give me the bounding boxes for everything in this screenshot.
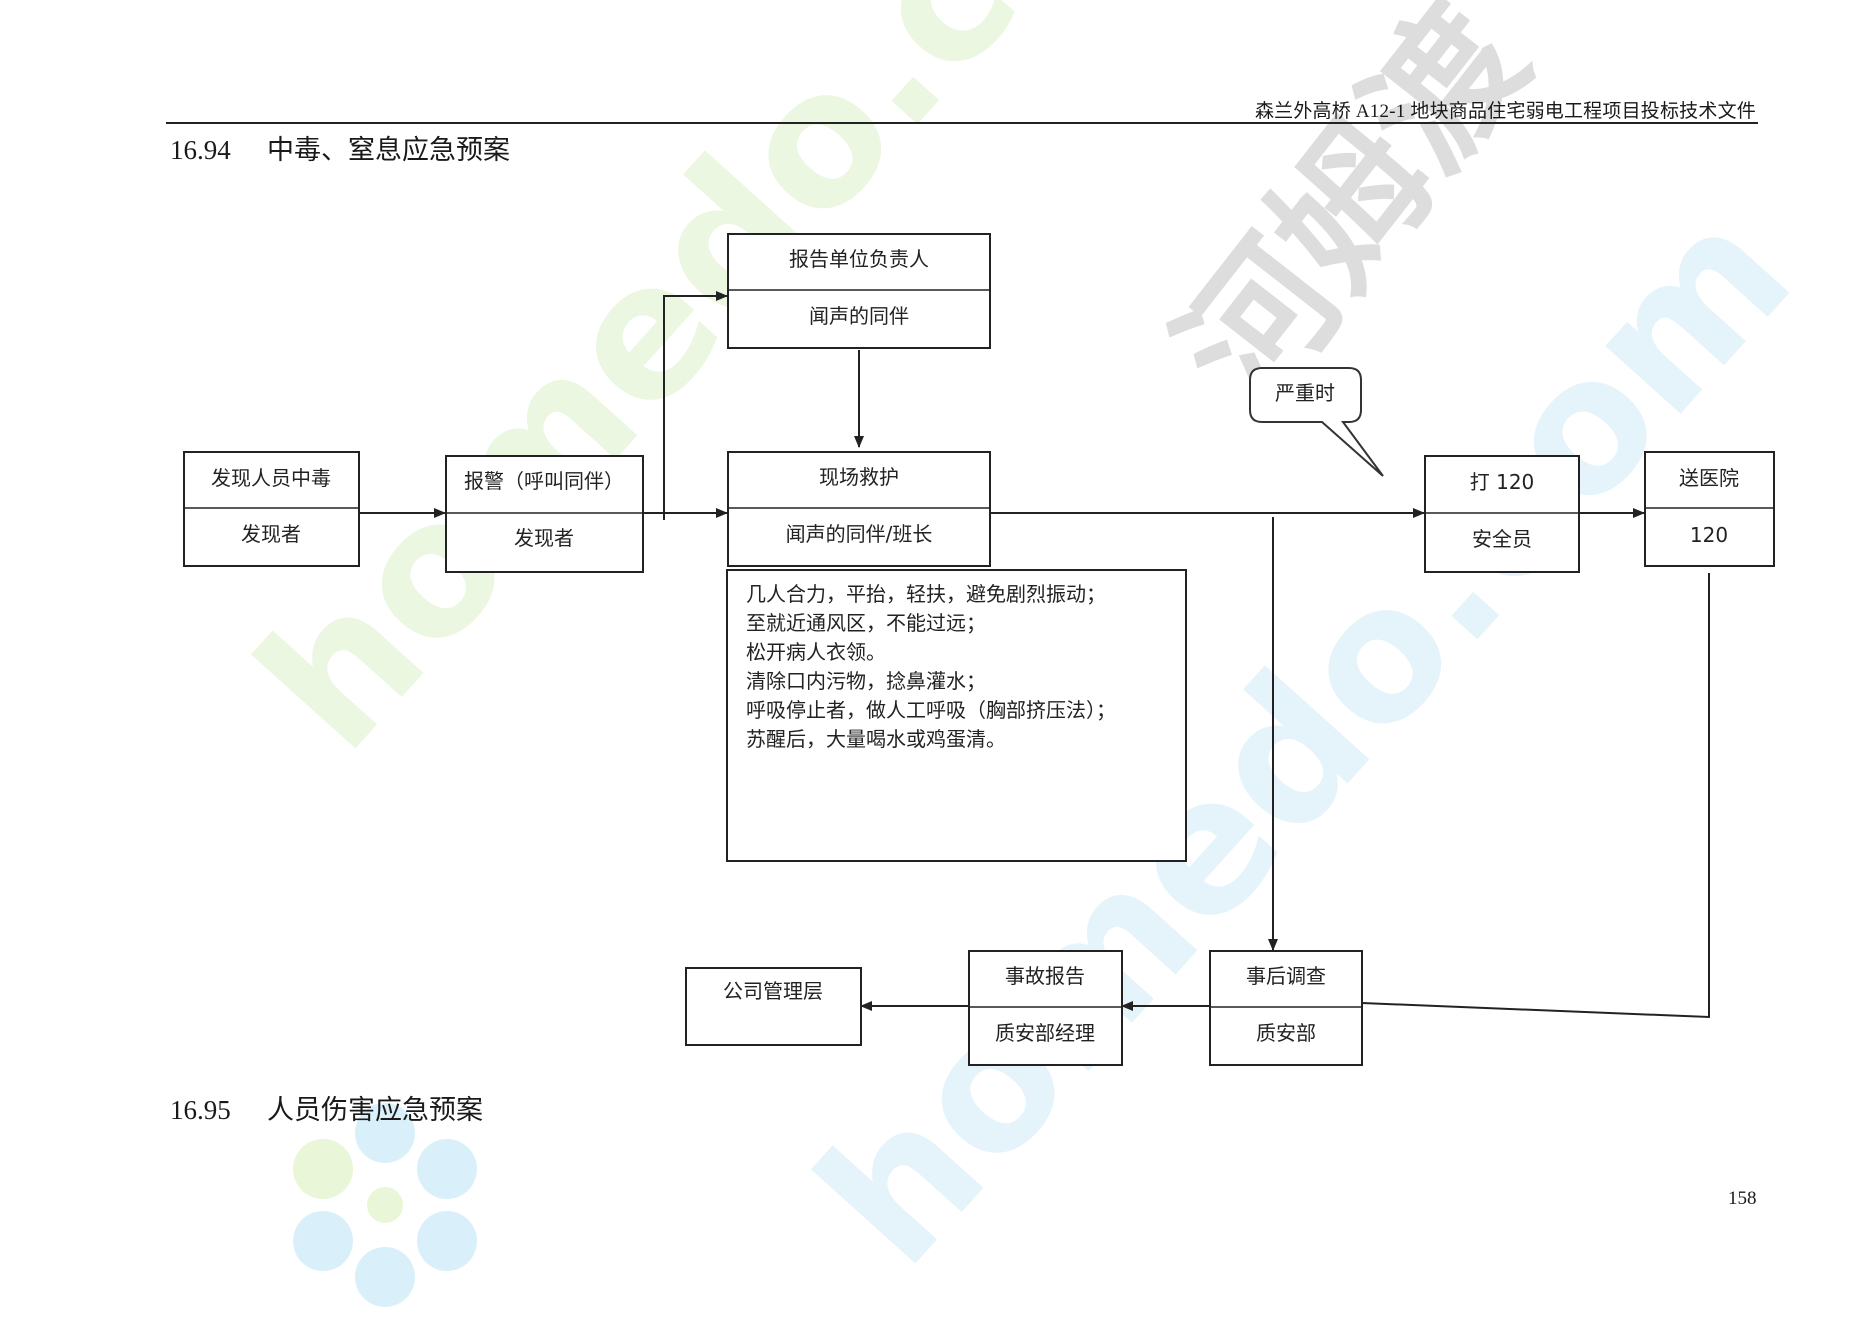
node-report-bottom-label: 闻声的同伴: [809, 304, 909, 328]
rescue-step-1: 几人合力，平抬，轻扶，避免剧烈振动；: [746, 582, 1106, 606]
node-rescue-top-label: 现场救护: [819, 465, 899, 489]
section-number: 16.94: [170, 135, 231, 165]
node-call-120: 打 120 安全员: [1424, 455, 1580, 573]
node-accident-report-bottom-label: 质安部经理: [995, 1021, 1095, 1045]
section-title: 人员伤害应急预案: [267, 1095, 483, 1125]
node-management-label: 公司管理层: [723, 979, 823, 1003]
node-alarm-top-label: 报警（呼叫同伴）: [464, 469, 624, 493]
node-discover-bottom-label: 发现者: [241, 522, 301, 546]
node-report-unit-leader: 报告单位负责人 闻声的同伴: [727, 233, 991, 349]
node-alarm-bottom-label: 发现者: [514, 526, 574, 550]
section-heading-16-94: 16.94 中毒、窒息应急预案: [170, 128, 510, 167]
node-alarm: 报警（呼叫同伴） 发现者: [445, 455, 644, 573]
page-number: 158: [1728, 1188, 1757, 1209]
arrow-hospital-to-investigate: [1361, 573, 1710, 1019]
rescue-step-5: 呼吸停止者，做人工呼吸（胸部挤压法）；: [746, 698, 1116, 722]
node-investigate-top-label: 事后调查: [1246, 964, 1326, 988]
rescue-step-3: 松开病人衣领。: [746, 640, 886, 664]
section-heading-16-95: 16.95 人员伤害应急预案: [170, 1088, 483, 1127]
node-send-hospital: 送医院 120: [1644, 451, 1775, 567]
node-post-investigation: 事后调查 质安部: [1209, 950, 1363, 1066]
watermark-flower-icon: [293, 1103, 477, 1307]
node-accident-report-top-label: 事故报告: [1005, 964, 1085, 988]
node-hospital-top-label: 送医院: [1679, 466, 1739, 490]
node-discover-poisoning: 发现人员中毒 发现者: [183, 451, 360, 567]
rescue-step-4: 清除口内污物，捻鼻灌水；: [746, 669, 986, 693]
node-rescue-bottom-label: 闻声的同伴/班长: [786, 522, 933, 546]
node-report-top-label: 报告单位负责人: [789, 247, 929, 271]
rescue-step-2: 至就近通风区，不能过远；: [746, 611, 986, 635]
header-rule: [166, 122, 1758, 124]
document-header-title: 森兰外高桥 A12-1 地块商品住宅弱电工程项目投标技术文件: [1254, 101, 1756, 122]
callout-when-severe: 严重时: [1249, 367, 1384, 477]
node-hospital-bottom-label: 120: [1690, 523, 1728, 547]
arrow-alarm-to-report: [663, 291, 728, 520]
callout-label: 严重时: [1275, 381, 1335, 405]
rescue-steps-box: 几人合力，平抬，轻扶，避免剧烈振动； 至就近通风区，不能过远； 松开病人衣领。 …: [726, 569, 1187, 862]
node-onsite-rescue: 现场救护 闻声的同伴/班长: [727, 451, 991, 567]
node-call120-bottom-label: 安全员: [1472, 527, 1532, 551]
node-discover-top-label: 发现人员中毒: [211, 466, 331, 490]
node-call120-top-label: 打 120: [1470, 470, 1535, 494]
node-company-management: 公司管理层: [685, 967, 862, 1046]
section-number: 16.95: [170, 1095, 231, 1125]
node-accident-report: 事故报告 质安部经理: [968, 950, 1123, 1066]
flow-connectors: [359, 291, 1710, 1019]
section-title: 中毒、窒息应急预案: [267, 135, 510, 165]
rescue-step-6: 苏醒后，大量喝水或鸡蛋清。: [746, 727, 1006, 751]
node-investigate-bottom-label: 质安部: [1256, 1021, 1316, 1045]
